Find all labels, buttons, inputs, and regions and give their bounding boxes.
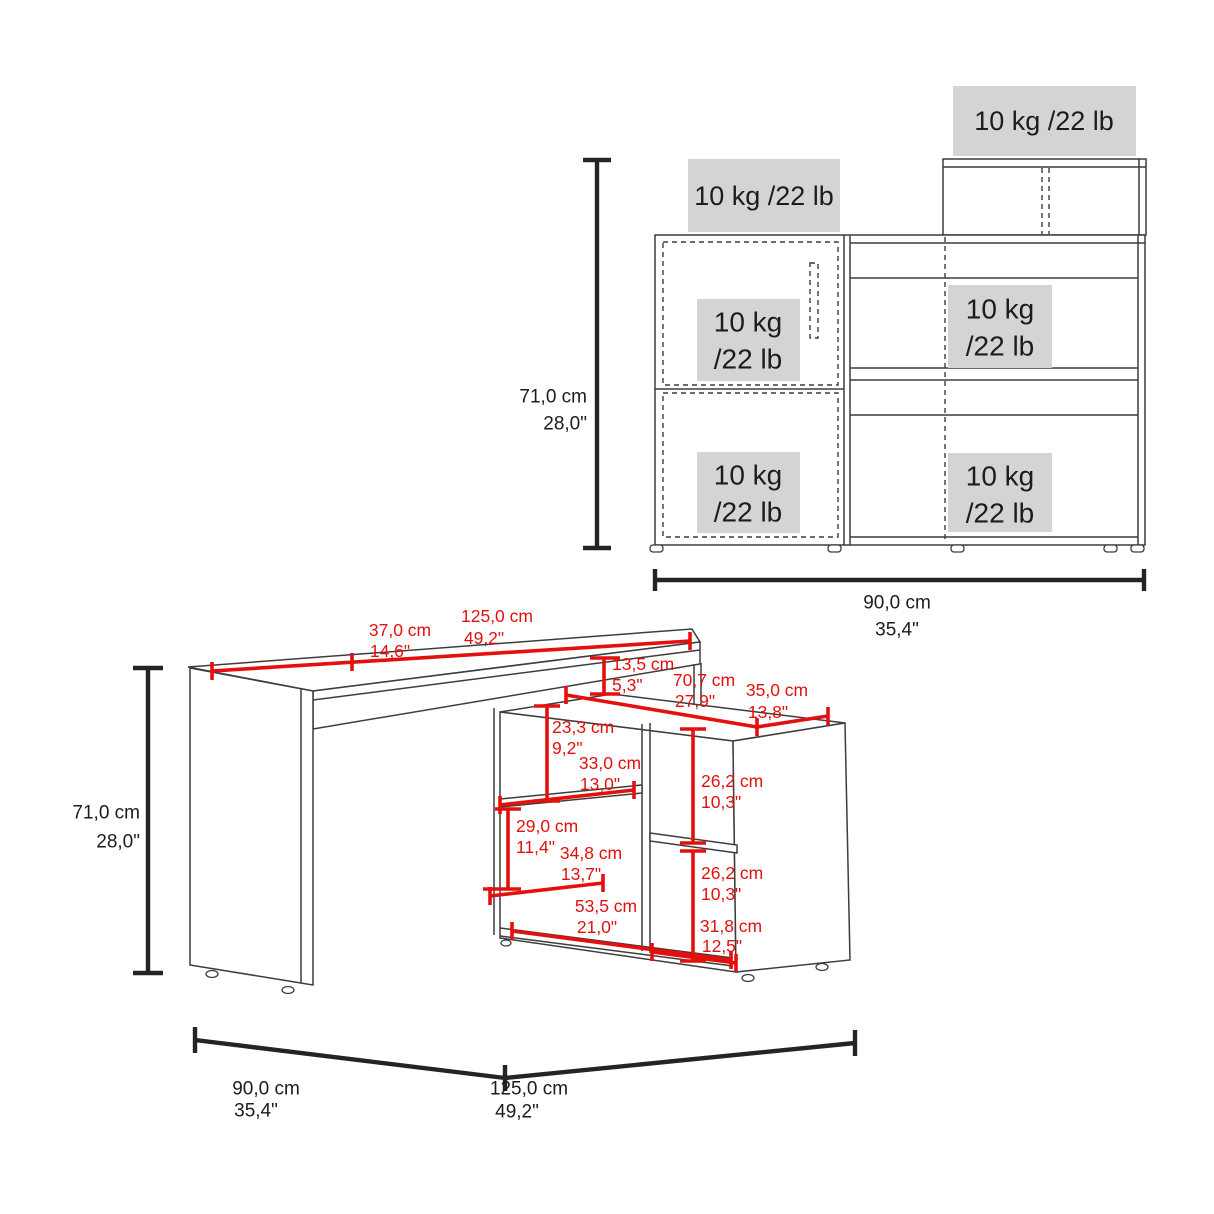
dim-base-width-cm: 90,0 cm [232,1079,300,1100]
cabinet-door-handle [809,262,819,339]
weight-line1: 10 kg [714,307,783,338]
dim-return-length: 70,7 cm 27,9" [564,670,759,736]
dim-lower-right-cubby: 26,2 cm 10,3" [680,849,763,963]
dim-lower-left-width-cm: 34,8 cm [560,843,622,863]
desk-diagram: 37,0 cm 14,6" 125,0 cm 49,2" 13,5 cm 5,3… [72,606,858,1123]
dim-drop-inch: 5,3" [612,675,643,695]
dim-desk-height: 71,0 cm 28,0" [72,665,163,976]
weight-line2: /22 lb [966,331,1035,362]
dim-cabinet-width-cm: 90,0 cm [863,593,931,614]
weight-label-text: 10 kg /22 lb [694,181,834,211]
weight-line1: 10 kg [966,461,1035,492]
dim-upper-right-cubby: 26,2 cm 10,3" [680,727,763,845]
dim-lower-left-width-inch: 13,7" [561,864,601,884]
dim-upper-right-cubby-cm: 26,2 cm [701,771,763,791]
cabinet-weight-label-right-lower: 10 kg /22 lb [948,453,1052,532]
weight-line1: 10 kg [714,460,783,491]
dim-desk-base-length: 125,0 cm 49,2" [490,1030,858,1123]
dim-bottom-width-cm: 53,5 cm [575,896,637,916]
dim-lower-left-cubby: 29,0 cm 11,4" [483,807,578,891]
cabinet-weight-label-top-left: 10 kg /22 lb [688,159,840,232]
dim-lower-right-cubby-inch: 10,3" [701,884,741,904]
dim-cabinet-height-cm: 71,0 cm [519,387,587,408]
dim-upper-left-cubby-cm: 23,3 cm [552,717,614,737]
dim-return-depth-inch: 13,8" [748,702,788,722]
dim-return-depth-cm: 35,0 cm [746,680,808,700]
dim-desk-top-length-and-depth: 37,0 cm 14,6" 125,0 cm 49,2" [210,606,692,680]
dim-desk-base-width: 90,0 cm 35,4" [192,1027,508,1122]
weight-line2: /22 lb [714,344,783,375]
dim-lower-left-cubby-cm: 29,0 cm [516,816,578,836]
weight-line2: /22 lb [966,498,1035,529]
cabinet-weight-label-door-upper: 10 kg /22 lb [697,299,800,381]
dim-drop-cm: 13,5 cm [612,654,674,674]
left-panel-feet [205,969,295,995]
dim-upper-right-cubby-inch: 10,3" [701,792,741,812]
dim-top-length-cm: 125,0 cm [461,606,533,626]
return-right-panel [732,722,851,973]
dim-top-depth-cm: 37,0 cm [369,620,431,640]
cabinet-weight-label-right-upper: 10 kg /22 lb [948,285,1052,368]
dim-return-depth: 35,0 cm 13,8" [746,680,830,729]
dim-base-width-inch: 35,4" [234,1101,278,1122]
dim-upper-left-cubby-inch: 9,2" [552,738,583,758]
cabinet-diagram: 10 kg /22 lb 10 kg /22 lb [519,86,1147,641]
weight-line2: /22 lb [714,497,783,528]
weight-label-text: 10 kg /22 lb [974,106,1114,136]
dim-cabinet-height-inch: 28,0" [543,414,587,435]
dim-top-depth-inch: 14,6" [370,641,410,661]
weight-line1: 10 kg [966,294,1035,325]
dim-lower-right-cubby-cm: 26,2 cm [701,863,763,883]
dim-cabinet-width-inch: 35,4" [875,620,919,641]
desk-left-panel [189,667,314,995]
dim-left-shelf-cm: 33,0 cm [579,753,641,773]
dim-lower-left-cubby-inch: 11,4" [516,837,555,857]
dim-desk-height-cm: 71,0 cm [72,803,140,824]
cabinet-feet [649,544,1145,553]
dim-cabinet-width: 90,0 cm 35,4" [652,569,1147,641]
dim-left-shelf-inch: 13,0" [580,774,620,794]
dim-top-length-inch: 49,2" [464,628,504,648]
dim-cabinet-height: 71,0 cm 28,0" [519,157,611,551]
cabinet-door [655,241,844,538]
dim-desk-drop: 13,5 cm 5,3" [590,654,674,696]
dim-lower-left-width: 34,8 cm 13,7" [488,843,622,905]
dim-bottom-right-width: 31,8 cm 12,5" [650,916,762,972]
cabinet-weight-label-door-lower: 10 kg /22 lb [697,452,800,533]
dim-return-length-cm: 70,7 cm [673,670,735,690]
dim-desk-height-inch: 28,0" [96,832,140,853]
return-feet [500,939,829,983]
cabinet-weight-label-top-right: 10 kg /22 lb [953,86,1136,156]
dim-base-length-cm: 125,0 cm [490,1079,568,1100]
dim-return-length-inch: 27,9" [675,691,715,711]
dim-bottom-right-width-cm: 31,8 cm [700,916,762,936]
dim-bottom-width-inch: 21,0" [577,917,617,937]
dim-bottom-right-width-inch: 12,5" [702,936,742,956]
dim-left-shelf: 33,0 cm 13,0" [498,753,641,814]
dim-base-length-inch: 49,2" [495,1102,539,1123]
cabinet-hutch [942,158,1147,236]
